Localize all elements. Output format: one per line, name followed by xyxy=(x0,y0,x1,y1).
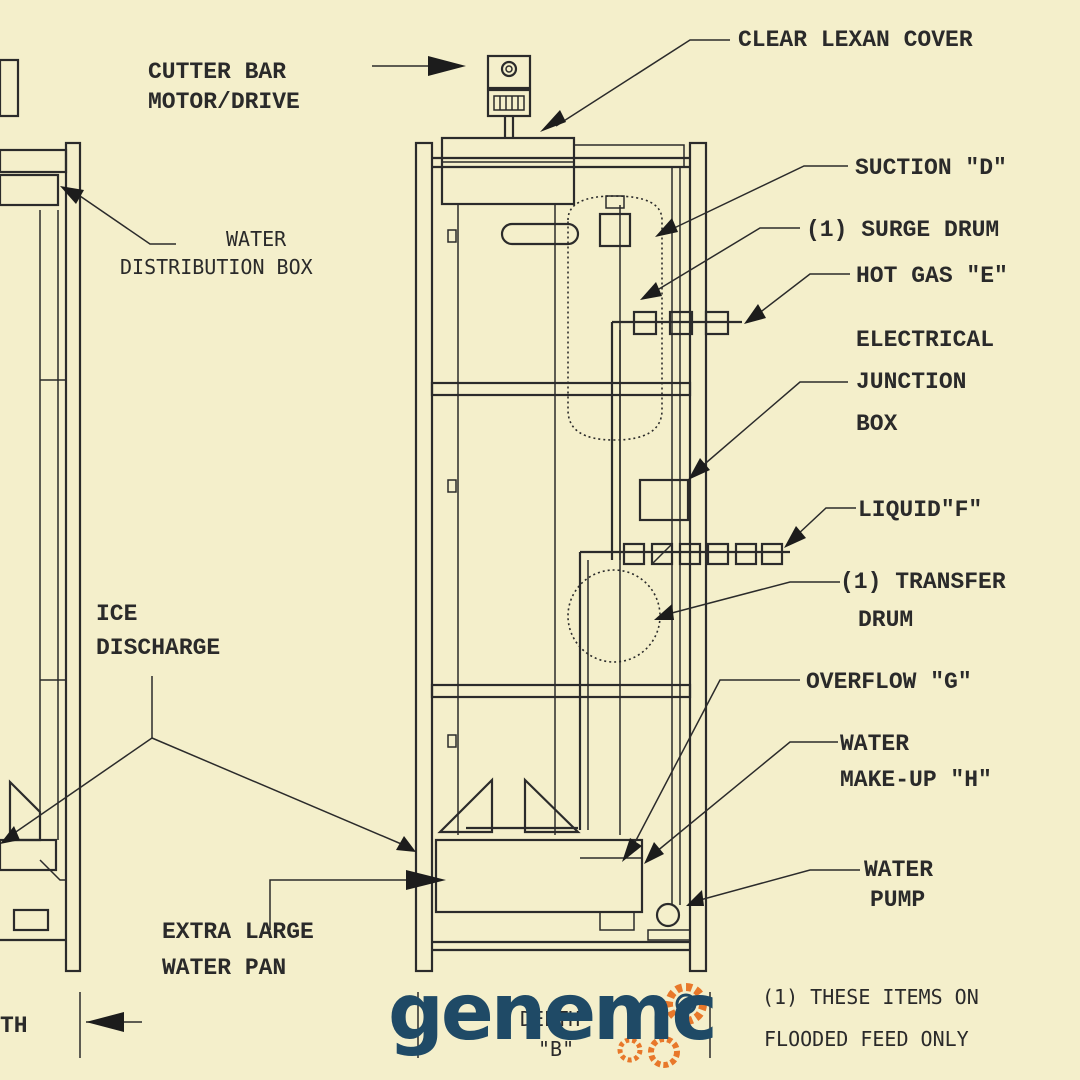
hot-gas-valves xyxy=(610,310,742,560)
water-pump xyxy=(647,168,691,941)
left-machine-partial xyxy=(0,58,82,973)
label-water-dist-line1: WATER xyxy=(226,227,287,251)
label-depth-mid: DEPTH xyxy=(520,1007,580,1031)
label-water-pan-line2: WATER PAN xyxy=(162,955,286,981)
label-liquid-f: LIQUID"F" xyxy=(858,497,982,523)
label-hot-gas-e: HOT GAS "E" xyxy=(856,263,1008,289)
electrical-junction-box xyxy=(638,478,690,522)
label-water-pump-line1: WATER xyxy=(864,857,933,883)
label-electrical-line3: BOX xyxy=(856,411,898,437)
label-cutter-bar-line2: MOTOR/DRIVE xyxy=(148,89,300,115)
label-depth-left: TH xyxy=(0,1013,28,1039)
label-transfer-drum-line1: (1) TRANSFER xyxy=(840,569,1006,595)
label-water-dist-line2: DISTRIBUTION BOX xyxy=(120,255,313,279)
label-transfer-drum-line2: DRUM xyxy=(858,607,913,633)
transfer-drum xyxy=(567,569,661,663)
label-electrical-line2: JUNCTION xyxy=(856,369,966,395)
label-suction-d: SUCTION "D" xyxy=(855,155,1007,181)
liquid-valves xyxy=(578,542,790,830)
leader-lines xyxy=(0,39,860,1058)
label-note-line2: FLOODED FEED ONLY xyxy=(764,1027,969,1051)
logo-gear-icon xyxy=(617,983,707,1068)
ice-discharge-chutes xyxy=(437,777,581,841)
label-overflow-g: OVERFLOW "G" xyxy=(806,669,972,695)
label-water-makeup-line1: WATER xyxy=(840,731,909,757)
label-electrical-line1: ELECTRICAL xyxy=(856,327,994,353)
label-water-pan-line1: EXTRA LARGE xyxy=(162,919,314,945)
cutter-bar-motor xyxy=(486,54,532,138)
label-note-line1: (1) THESE ITEMS ON xyxy=(762,985,979,1009)
water-pan xyxy=(434,838,644,931)
label-cutter-bar-line1: CUTTER BAR xyxy=(148,59,286,85)
label-clear-lexan-cover: CLEAR LEXAN COVER xyxy=(738,27,973,53)
water-distribution-box xyxy=(440,136,685,206)
label-water-makeup-line2: MAKE-UP "H" xyxy=(840,767,992,793)
label-ice-discharge-line2: DISCHARGE xyxy=(96,635,220,661)
label-ice-discharge-line1: ICE xyxy=(96,601,137,627)
label-surge-drum: (1) SURGE DRUM xyxy=(806,217,999,243)
genemco-logo: genemc xyxy=(388,968,718,1058)
label-depth-b: "B" xyxy=(538,1037,574,1061)
surge-drum xyxy=(500,195,663,441)
label-water-pump-line2: PUMP xyxy=(870,887,925,913)
